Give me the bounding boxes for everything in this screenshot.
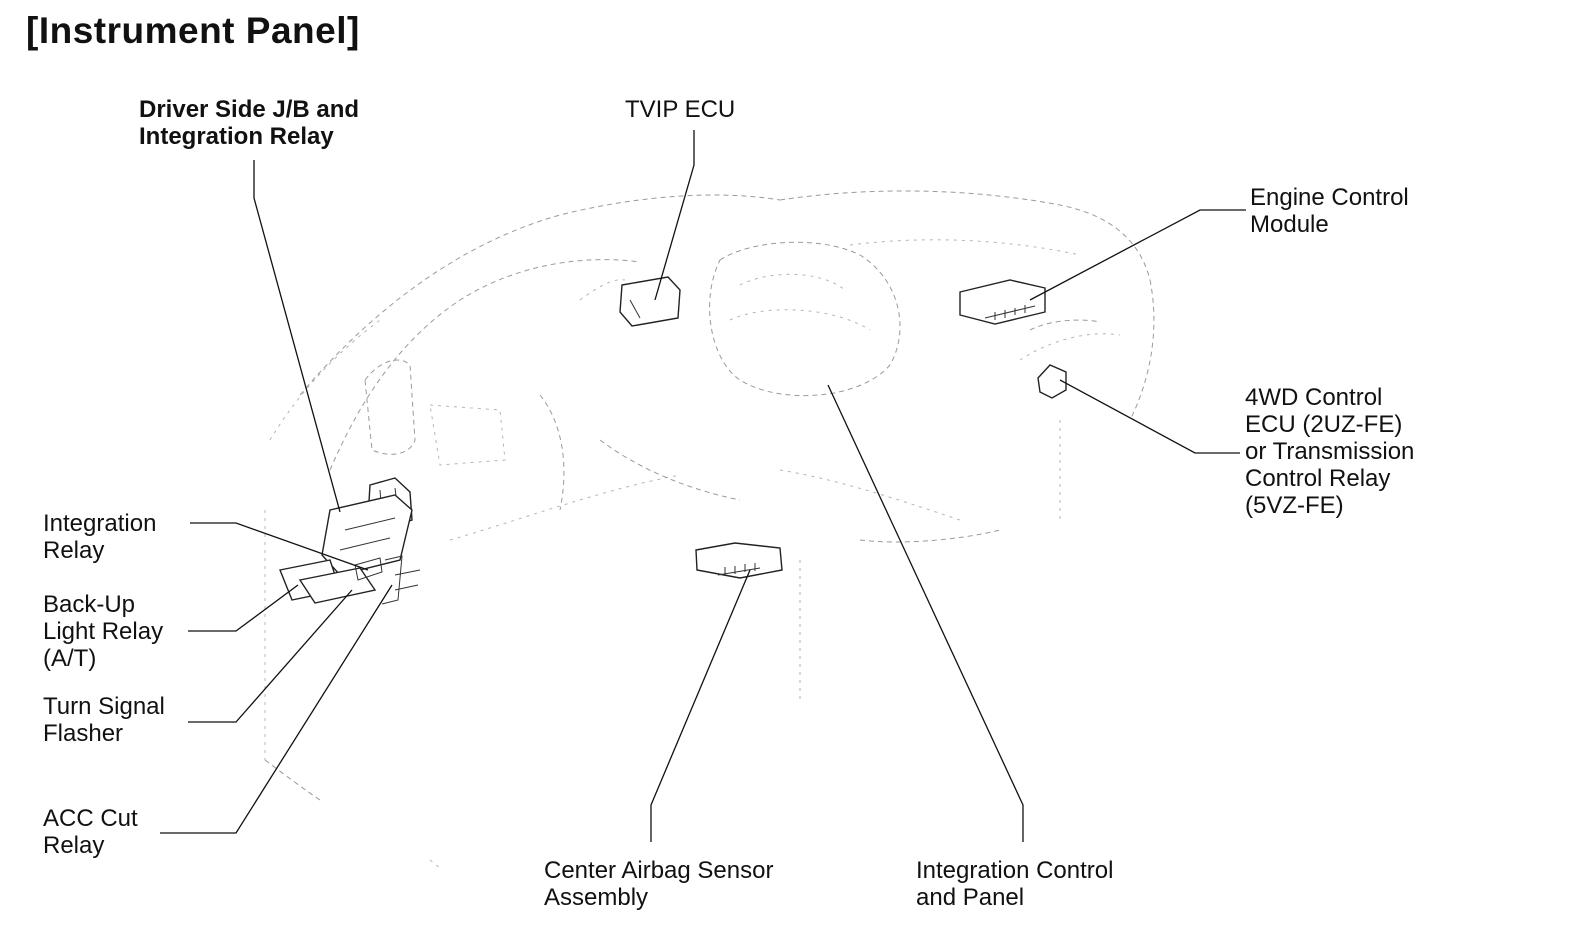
leader-engine-control-module	[1029, 209, 1246, 301]
label-driver-side-jb: Driver Side J/B and Integration Relay	[139, 96, 360, 150]
leader-integration-control-panel	[827, 384, 1024, 842]
leader-acc-cut-relay	[160, 584, 393, 834]
leader-center-airbag-sensor	[650, 569, 751, 842]
leader-lines	[160, 130, 1246, 842]
leader-backup-light-relay	[188, 584, 299, 632]
label-fourwd-control-ecu: 4WD Control ECU (2UZ-FE) or Transmission…	[1245, 384, 1415, 519]
fourwd-ecu-part	[1037, 364, 1067, 399]
label-acc-cut-relay: ACC Cut Relay	[43, 805, 138, 859]
tvip-ecu-part	[619, 276, 681, 327]
label-integration-control-panel: Integration Control and Panel	[916, 857, 1114, 911]
airbag-sensor-part	[695, 542, 783, 579]
leader-tvip-ecu	[654, 130, 695, 301]
leader-integration-relay	[190, 522, 369, 571]
label-backup-light-relay: Back-Up Light Relay (A/T)	[43, 591, 164, 672]
leader-fourwd-ecu	[1059, 379, 1240, 454]
label-center-airbag-sensor: Center Airbag Sensor Assembly	[544, 857, 774, 911]
page-title: [Instrument Panel]	[26, 10, 360, 51]
driver-jb-cluster	[279, 477, 421, 605]
leader-turn-signal-flasher	[188, 589, 353, 723]
engine-control-module-part	[959, 279, 1046, 325]
dashboard-outline	[264, 190, 1155, 869]
label-engine-control-module: Engine Control Module	[1250, 184, 1409, 238]
label-integration-relay: Integration Relay	[43, 510, 157, 564]
label-turn-signal-flasher: Turn Signal Flasher	[43, 693, 165, 747]
label-tvip-ecu: TVIP ECU	[625, 96, 736, 123]
leader-driver-jb	[253, 160, 341, 513]
